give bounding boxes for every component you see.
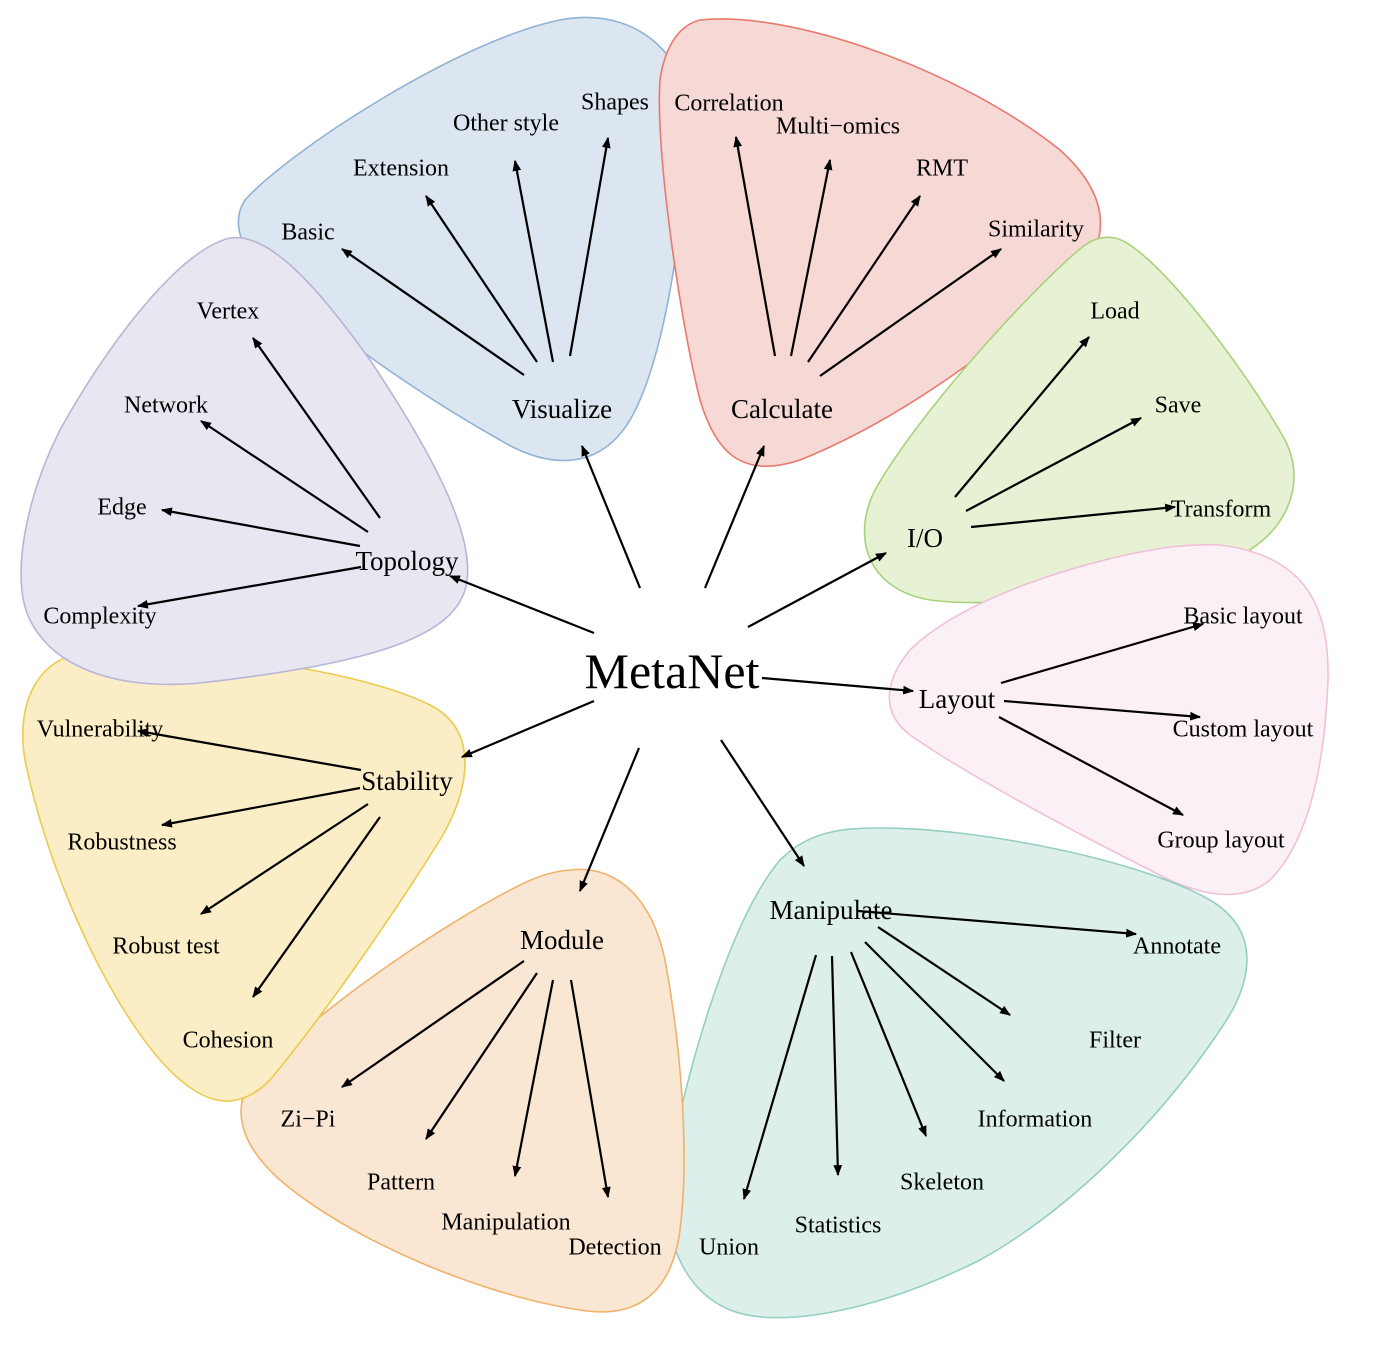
leaf-information: Information (978, 1107, 1093, 1133)
edge-module-to-detection (569, 979, 611, 1199)
hub-layout: Layout (919, 684, 996, 714)
hub-i-o: I/O (907, 523, 943, 553)
leaf-network: Network (124, 393, 208, 419)
leaf-complexity: Complexity (43, 604, 156, 630)
blob-module (240, 868, 685, 1313)
edge-calculate-to-correlation (733, 135, 777, 357)
edge-i-o-to-transform (970, 503, 1177, 529)
edge-module-to-manipulation (512, 979, 555, 1178)
leaf-group-layout: Group layout (1157, 828, 1285, 854)
leaf-basic: Basic (281, 220, 334, 246)
hub-visualize: Visualize (512, 394, 612, 424)
edge-root-to-layout (761, 676, 915, 695)
leaf-cohesion: Cohesion (183, 1028, 274, 1054)
edge-root-to-topology (448, 574, 595, 635)
edge-module-to-pattern (425, 972, 538, 1140)
edge-visualize-to-basic (341, 248, 525, 376)
leaf-save: Save (1155, 393, 1202, 419)
edge-topology-to-network (200, 420, 369, 533)
leaf-correlation: Correlation (674, 91, 783, 117)
edge-topology-to-complexity (136, 565, 362, 609)
edge-i-o-to-save (965, 417, 1142, 512)
edge-stability-to-robust-test (200, 803, 369, 915)
root-label: MetaNet (585, 643, 760, 699)
edge-manipulate-to-filter (877, 926, 1011, 1016)
leaf-union: Union (699, 1235, 759, 1261)
edge-visualize-to-other-style (512, 159, 555, 363)
group-blobs (20, 16, 1329, 1319)
blob-stability (22, 650, 466, 1102)
edge-layout-to-custom-layout (1003, 699, 1202, 721)
edge-stability-to-vulnerability (136, 728, 362, 772)
blob-topology (20, 236, 469, 686)
leaf-basic-layout: Basic layout (1183, 604, 1303, 630)
leaf-edge: Edge (97, 495, 146, 521)
leaf-extension: Extension (353, 156, 449, 182)
leaf-pattern: Pattern (367, 1170, 435, 1196)
leaf-filter: Filter (1089, 1028, 1141, 1054)
edge-layout-to-basic-layout (1000, 622, 1205, 685)
blob-layout (888, 543, 1329, 896)
hub-module: Module (520, 925, 604, 955)
leaf-custom-layout: Custom layout (1173, 717, 1314, 743)
blob-manipulate (665, 827, 1248, 1319)
edge-topology-to-edge (160, 507, 361, 548)
leaf-rmt: RMT (916, 156, 968, 182)
leaf-robustness: Robustness (67, 830, 176, 856)
edge-calculate-to-similarity (819, 248, 1002, 377)
leaf-manipulation: Manipulation (441, 1210, 570, 1236)
hub-calculate: Calculate (731, 394, 833, 424)
edge-layout-to-group-layout (998, 716, 1184, 816)
edge-visualize-to-shapes (568, 136, 611, 357)
edge-manipulate-to-statistics (830, 955, 843, 1177)
leaf-vulnerability: Vulnerability (37, 717, 164, 743)
leaf-multi-omics: Multi−omics (776, 114, 900, 140)
edges (136, 135, 1205, 1201)
leaf-zi-pi: Zi−Pi (281, 1107, 336, 1133)
edge-root-to-stability (460, 699, 595, 759)
edge-root-to-module (578, 747, 641, 893)
hub-manipulate: Manipulate (770, 895, 893, 925)
blob-io (863, 236, 1295, 604)
edge-root-to-i-o (747, 552, 887, 628)
leaf-annotate: Annotate (1133, 934, 1221, 960)
edge-calculate-to-multi-omics (789, 158, 833, 357)
edge-root-to-calculate (703, 444, 766, 589)
edge-manipulate-to-information (864, 941, 1005, 1082)
edge-stability-to-cohesion (252, 816, 381, 998)
edge-module-to-zi-pi (341, 960, 525, 1088)
leaf-other-style: Other style (453, 111, 559, 137)
leaf-detection: Detection (568, 1235, 661, 1261)
edge-i-o-to-load (954, 336, 1090, 498)
edge-root-to-visualize (580, 444, 642, 589)
edge-manipulate-to-annotate (857, 909, 1138, 938)
leaf-transform: Transform (1171, 497, 1272, 523)
hub-stability: Stability (361, 766, 453, 796)
leaf-statistics: Statistics (795, 1213, 882, 1239)
edge-manipulate-to-union (742, 954, 818, 1201)
edge-visualize-to-extension (425, 195, 538, 363)
edge-topology-to-vertex (252, 337, 381, 519)
leaf-robust-test: Robust test (112, 934, 220, 960)
leaf-shapes: Shapes (581, 90, 649, 116)
edge-manipulate-to-skeleton (849, 951, 928, 1138)
leaf-similarity: Similarity (988, 217, 1084, 243)
edge-stability-to-robustness (160, 786, 361, 828)
leaf-vertex: Vertex (197, 299, 260, 325)
hub-topology: Topology (355, 546, 459, 576)
blob-calculate (658, 18, 1102, 468)
leaf-skeleton: Skeleton (900, 1170, 984, 1196)
edge-root-to-manipulate (720, 739, 805, 867)
leaf-load: Load (1090, 299, 1139, 325)
edge-calculate-to-rmt (807, 195, 921, 363)
